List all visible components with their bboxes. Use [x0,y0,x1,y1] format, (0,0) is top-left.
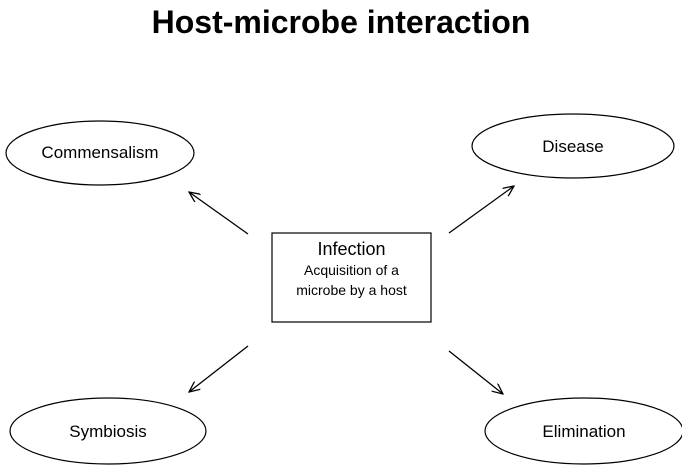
disease-node [471,113,675,179]
disease-label: Disease [542,137,604,156]
commensalism-node [5,120,195,186]
infection-title: Infection [317,239,386,259]
infection-description-line-1: Acquisition of a [304,262,399,278]
infection-node: Infection Acquisition of a microbe by a … [272,233,431,322]
arrow-to-commensalism [189,192,249,235]
diagram-title: Host-microbe interaction [151,4,531,40]
symbiosis-label: Symbiosis [69,422,147,441]
infection-description-line-2: microbe by a host [296,282,407,298]
arrow-to-symbiosis [189,345,249,392]
infection-node-box [271,232,432,323]
elimination-node [484,397,682,465]
arrow-to-disease [448,186,514,234]
elimination-label: Elimination [542,422,626,441]
arrow-to-elimination [448,350,503,394]
commensalism-label: Commensalism [41,143,159,162]
symbiosis-node [9,397,207,465]
